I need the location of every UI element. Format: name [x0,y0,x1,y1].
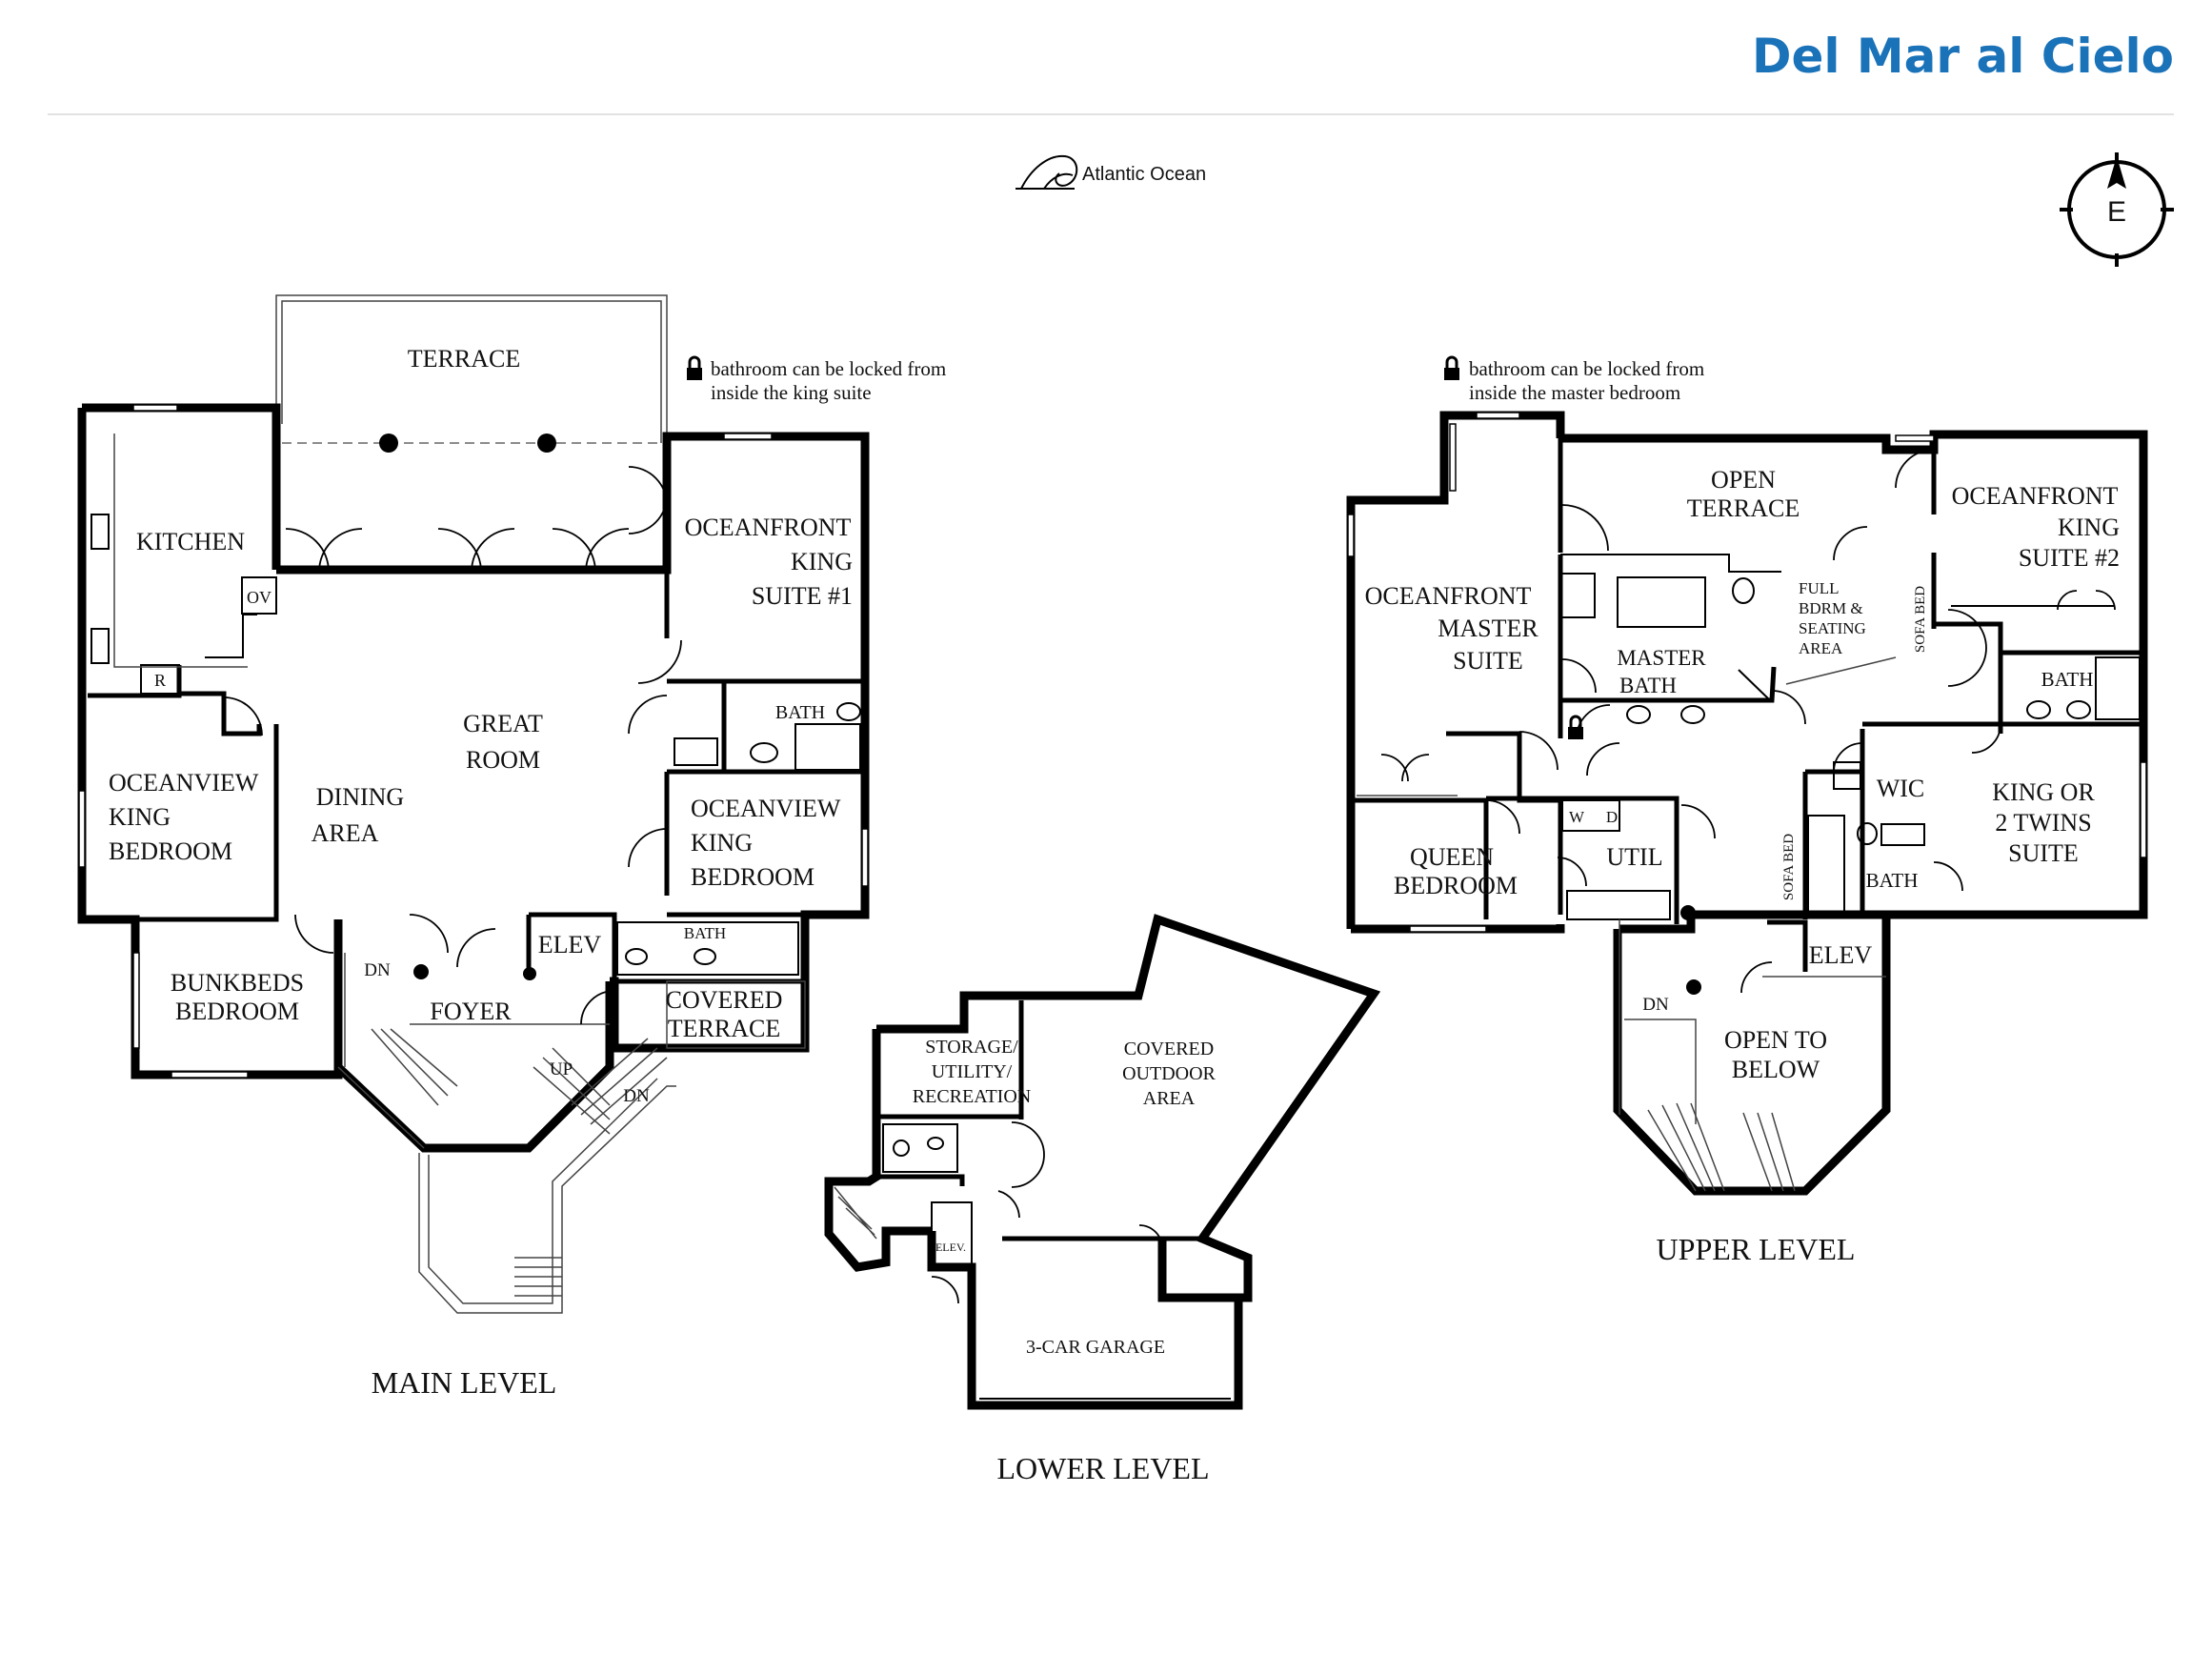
room-open-terrace-a: OPEN [1711,466,1776,494]
room-full-bdrm-a: FULL [1799,579,1840,597]
room-elevator-lower: ELEV. [935,1240,966,1254]
room-king-or-twins-a: KING OR [1992,778,2095,806]
room-full-bdrm-b: BDRM & [1799,599,1863,617]
room-oceanfront-king-suite-1-a: OCEANFRONT [685,514,852,541]
room-storage-b: UTILITY/ [932,1061,1013,1082]
room-great-room-1: GREAT [463,710,543,737]
room-oceanview-king-right-c: BEDROOM [691,863,814,891]
upper-level-plan [1346,411,2148,1196]
room-bunkbeds-bedroom-a: BUNKBEDS [171,969,304,997]
room-oceanview-king-left-b: KING [109,803,171,831]
room-master-bath-a: MASTER [1617,646,1706,670]
room-dining-area-1: DINING [316,783,404,811]
lower-level-plan [824,914,1381,1410]
room-open-to-below-b: BELOW [1732,1056,1820,1083]
room-storage-a: STORAGE/ [925,1037,1018,1058]
stair-up-main: UP [550,1059,573,1079]
room-bath-lower: BATH [1866,869,1919,892]
label-washer: W [1569,808,1585,826]
label-sofa-bed-1: SOFA BED [1913,586,1928,653]
room-oceanfront-king-2-b: KING [2058,514,2120,541]
label-sofa-bed-2: SOFA BED [1781,834,1797,900]
main-lock-note-1: bathroom can be locked from [711,357,946,380]
wave-icon [1016,154,1078,190]
room-oceanfront-master-b: MASTER [1438,615,1538,642]
room-full-bdrm-c: SEATING [1799,619,1866,637]
room-oceanfront-king-2-c: SUITE #2 [2019,544,2120,572]
room-covered-outdoor-c: AREA [1143,1088,1196,1109]
room-garage: 3-CAR GARAGE [1026,1337,1165,1358]
room-storage-c: RECREATION [913,1086,1031,1107]
room-queen-bedroom-a: QUEEN [1410,843,1494,871]
room-oceanview-king-left-c: BEDROOM [109,837,232,865]
compass-icon [2060,152,2174,267]
lock-icon [687,355,702,380]
room-oceanview-king-right-b: KING [691,829,753,857]
upper-lock-note-1: bathroom can be locked from [1469,357,1704,380]
room-oceanfront-king-suite-1-c: SUITE #1 [752,582,853,610]
room-covered-terrace-a: COVERED [666,986,783,1014]
room-oceanfront-master-a: OCEANFRONT [1365,582,1532,610]
level-title-lower: LOWER LEVEL [996,1451,1209,1485]
room-oceanfront-king-2-a: OCEANFRONT [1952,482,2119,510]
room-covered-outdoor-a: COVERED [1124,1039,1214,1059]
room-bath-right: BATH [2041,668,2094,691]
room-great-room-2: ROOM [466,746,540,774]
upper-lock-note-2: inside the master bedroom [1469,381,1680,404]
label-dryer: D [1606,808,1618,826]
room-master-bath-b: BATH [1619,674,1677,697]
room-queen-bedroom-b: BEDROOM [1394,872,1518,899]
room-terrace: TERRACE [408,345,520,373]
main-level-plan [77,294,870,1314]
stair-down-exterior: DN [623,1086,650,1106]
stair-down-upper: DN [1642,995,1669,1015]
room-dining-area-2: AREA [312,819,379,847]
room-wic: WIC [1877,775,1925,802]
room-oceanview-king-left-a: OCEANVIEW [109,769,259,797]
lock-icon [1444,355,1459,380]
main-lock-note-2: inside the king suite [711,381,872,404]
ocean-label: Atlantic Ocean [1082,164,1206,185]
room-bath-suite-1: BATH [775,702,825,723]
room-bath-small: BATH [684,924,726,942]
lock-icon [1568,727,1583,739]
room-foyer: FOYER [430,998,512,1025]
room-oceanview-king-right-a: OCEANVIEW [691,795,841,822]
level-title-upper: UPPER LEVEL [1657,1232,1856,1266]
room-oceanfront-king-suite-1-b: KING [791,548,853,575]
room-bunkbeds-bedroom-b: BEDROOM [175,998,299,1025]
room-oceanfront-master-c: SUITE [1453,647,1523,675]
room-king-or-twins-c: SUITE [2008,839,2079,867]
label-oven: OV [247,588,271,607]
room-open-to-below-a: OPEN TO [1724,1026,1827,1054]
label-refrigerator: R [154,671,166,690]
room-covered-terrace-b: TERRACE [668,1015,780,1042]
room-full-bdrm-d: AREA [1799,639,1843,657]
brand-title: Del Mar al Cielo [1752,29,2174,84]
compass-direction: E [2107,196,2126,228]
room-covered-outdoor-b: OUTDOOR [1122,1063,1216,1084]
room-king-or-twins-b: 2 TWINS [1995,809,2091,837]
level-title-main: MAIN LEVEL [372,1365,557,1400]
room-util: UTIL [1606,843,1662,871]
room-open-terrace-b: TERRACE [1687,494,1800,522]
room-elevator-upper: ELEV [1809,941,1873,969]
room-elevator-main: ELEV [538,931,602,958]
room-kitchen: KITCHEN [136,528,245,555]
stair-down-main: DN [364,960,391,980]
